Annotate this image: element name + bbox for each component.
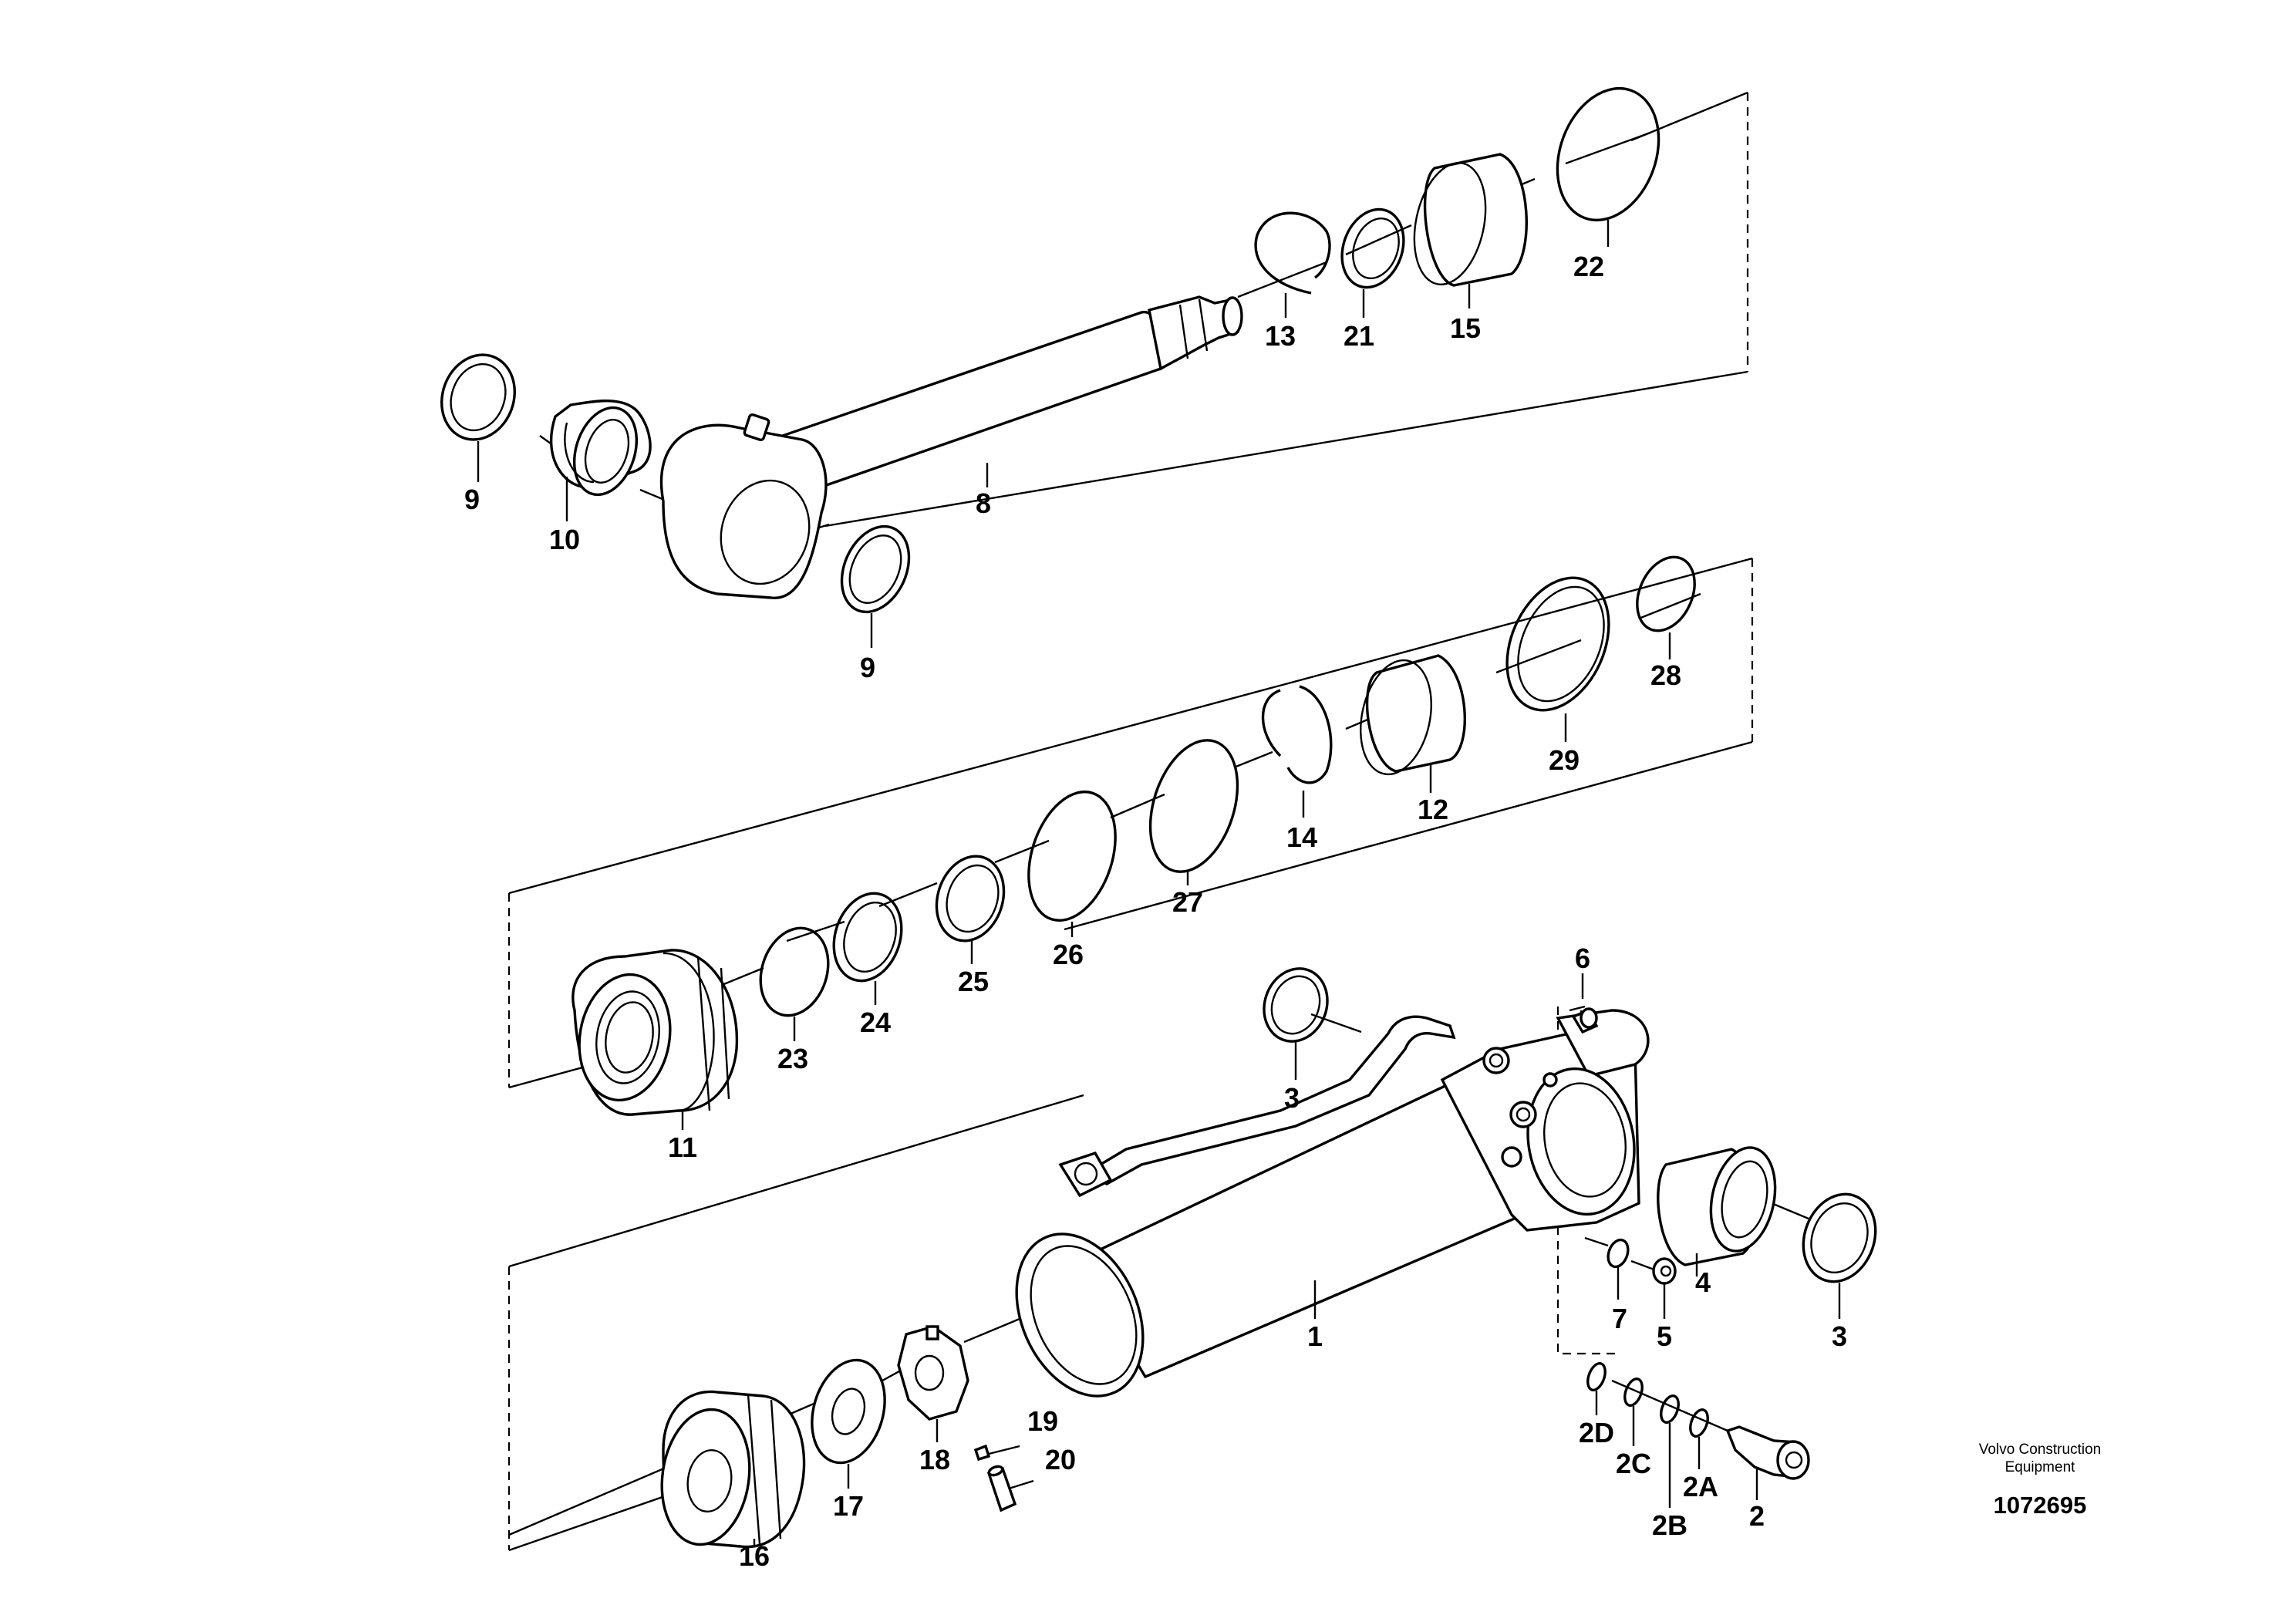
label-11: 11	[668, 1131, 697, 1163]
label-2B: 2B	[1652, 1509, 1687, 1541]
label-10: 10	[549, 524, 580, 555]
label-23: 23	[777, 1043, 808, 1074]
seal-21	[1340, 207, 1405, 289]
label-2C: 2C	[1616, 1448, 1651, 1479]
piston-rod-8	[659, 295, 1243, 599]
label-3-top: 3	[1284, 1082, 1300, 1114]
cylinder-head-11	[571, 949, 739, 1116]
label-9-right: 9	[860, 652, 875, 683]
seal-23	[759, 926, 830, 1017]
label-21: 21	[1344, 320, 1374, 352]
snap-ring-13	[1254, 211, 1331, 295]
o-ring-22	[1556, 86, 1660, 222]
label-14: 14	[1286, 821, 1317, 853]
plug-6	[1571, 1007, 1599, 1034]
plug-5	[1652, 1257, 1677, 1285]
label-3-right: 3	[1832, 1320, 1847, 1352]
brand-block: Volvo Construction Equipment 1072695	[1979, 1442, 2101, 1519]
label-13: 13	[1265, 320, 1296, 352]
label-29: 29	[1549, 744, 1580, 776]
label-17: 17	[833, 1490, 864, 1522]
label-6: 6	[1575, 943, 1590, 974]
pin-20	[986, 1465, 1017, 1512]
label-7: 7	[1612, 1303, 1627, 1334]
label-25: 25	[958, 966, 989, 997]
o-ring-7	[1607, 1238, 1630, 1269]
label-2A: 2A	[1683, 1471, 1718, 1502]
label-2: 2	[1749, 1500, 1765, 1532]
bushing-10	[550, 400, 652, 497]
part-labels: 9 10 8 9 13 21 15 22 28 29 12 14 27 26 2…	[464, 251, 1847, 1572]
o-ring-28	[1636, 555, 1696, 632]
label-4: 4	[1695, 1266, 1711, 1298]
label-20: 20	[1045, 1444, 1076, 1475]
label-24: 24	[860, 1007, 891, 1038]
piston-16	[660, 1390, 806, 1549]
label-18: 18	[919, 1444, 950, 1475]
seal-3-right	[1802, 1192, 1877, 1283]
rod-seal-9-left	[440, 353, 516, 441]
seal-24	[832, 892, 903, 983]
valve-2-assembly	[1586, 1362, 1810, 1480]
label-1: 1	[1307, 1320, 1323, 1352]
pin-19	[973, 1444, 991, 1462]
document-number: 1072695	[1994, 1492, 2087, 1519]
label-8: 8	[976, 487, 991, 519]
label-5: 5	[1657, 1320, 1672, 1352]
label-12: 12	[1418, 794, 1448, 825]
leader-lines	[477, 220, 1841, 1546]
seal-26	[1027, 790, 1117, 922]
seal-25	[935, 855, 1006, 943]
cylinder-barrel-1	[1015, 1009, 1650, 1398]
bushing-4	[1657, 1146, 1777, 1266]
snap-ring-14	[1261, 685, 1333, 784]
brand-line-1: Volvo Construction	[1979, 1442, 2101, 1458]
label-22: 22	[1573, 251, 1604, 282]
label-9-left: 9	[464, 484, 480, 515]
label-2D: 2D	[1579, 1417, 1614, 1448]
o-ring-27	[1148, 739, 1239, 873]
seal-3-top	[1263, 967, 1329, 1043]
label-16: 16	[739, 1540, 770, 1572]
label-28: 28	[1650, 659, 1681, 691]
seal-29	[1505, 576, 1610, 712]
washer-17	[811, 1358, 886, 1465]
label-19: 19	[1027, 1405, 1058, 1437]
brand-line-2: Equipment	[2005, 1459, 2076, 1475]
bushing-15	[1413, 153, 1528, 287]
nut-18	[897, 1325, 969, 1421]
bushing-12	[1360, 654, 1466, 776]
rod-seal-9-right	[840, 524, 911, 614]
label-26: 26	[1053, 939, 1084, 970]
label-27: 27	[1172, 886, 1203, 918]
label-15: 15	[1450, 312, 1481, 344]
